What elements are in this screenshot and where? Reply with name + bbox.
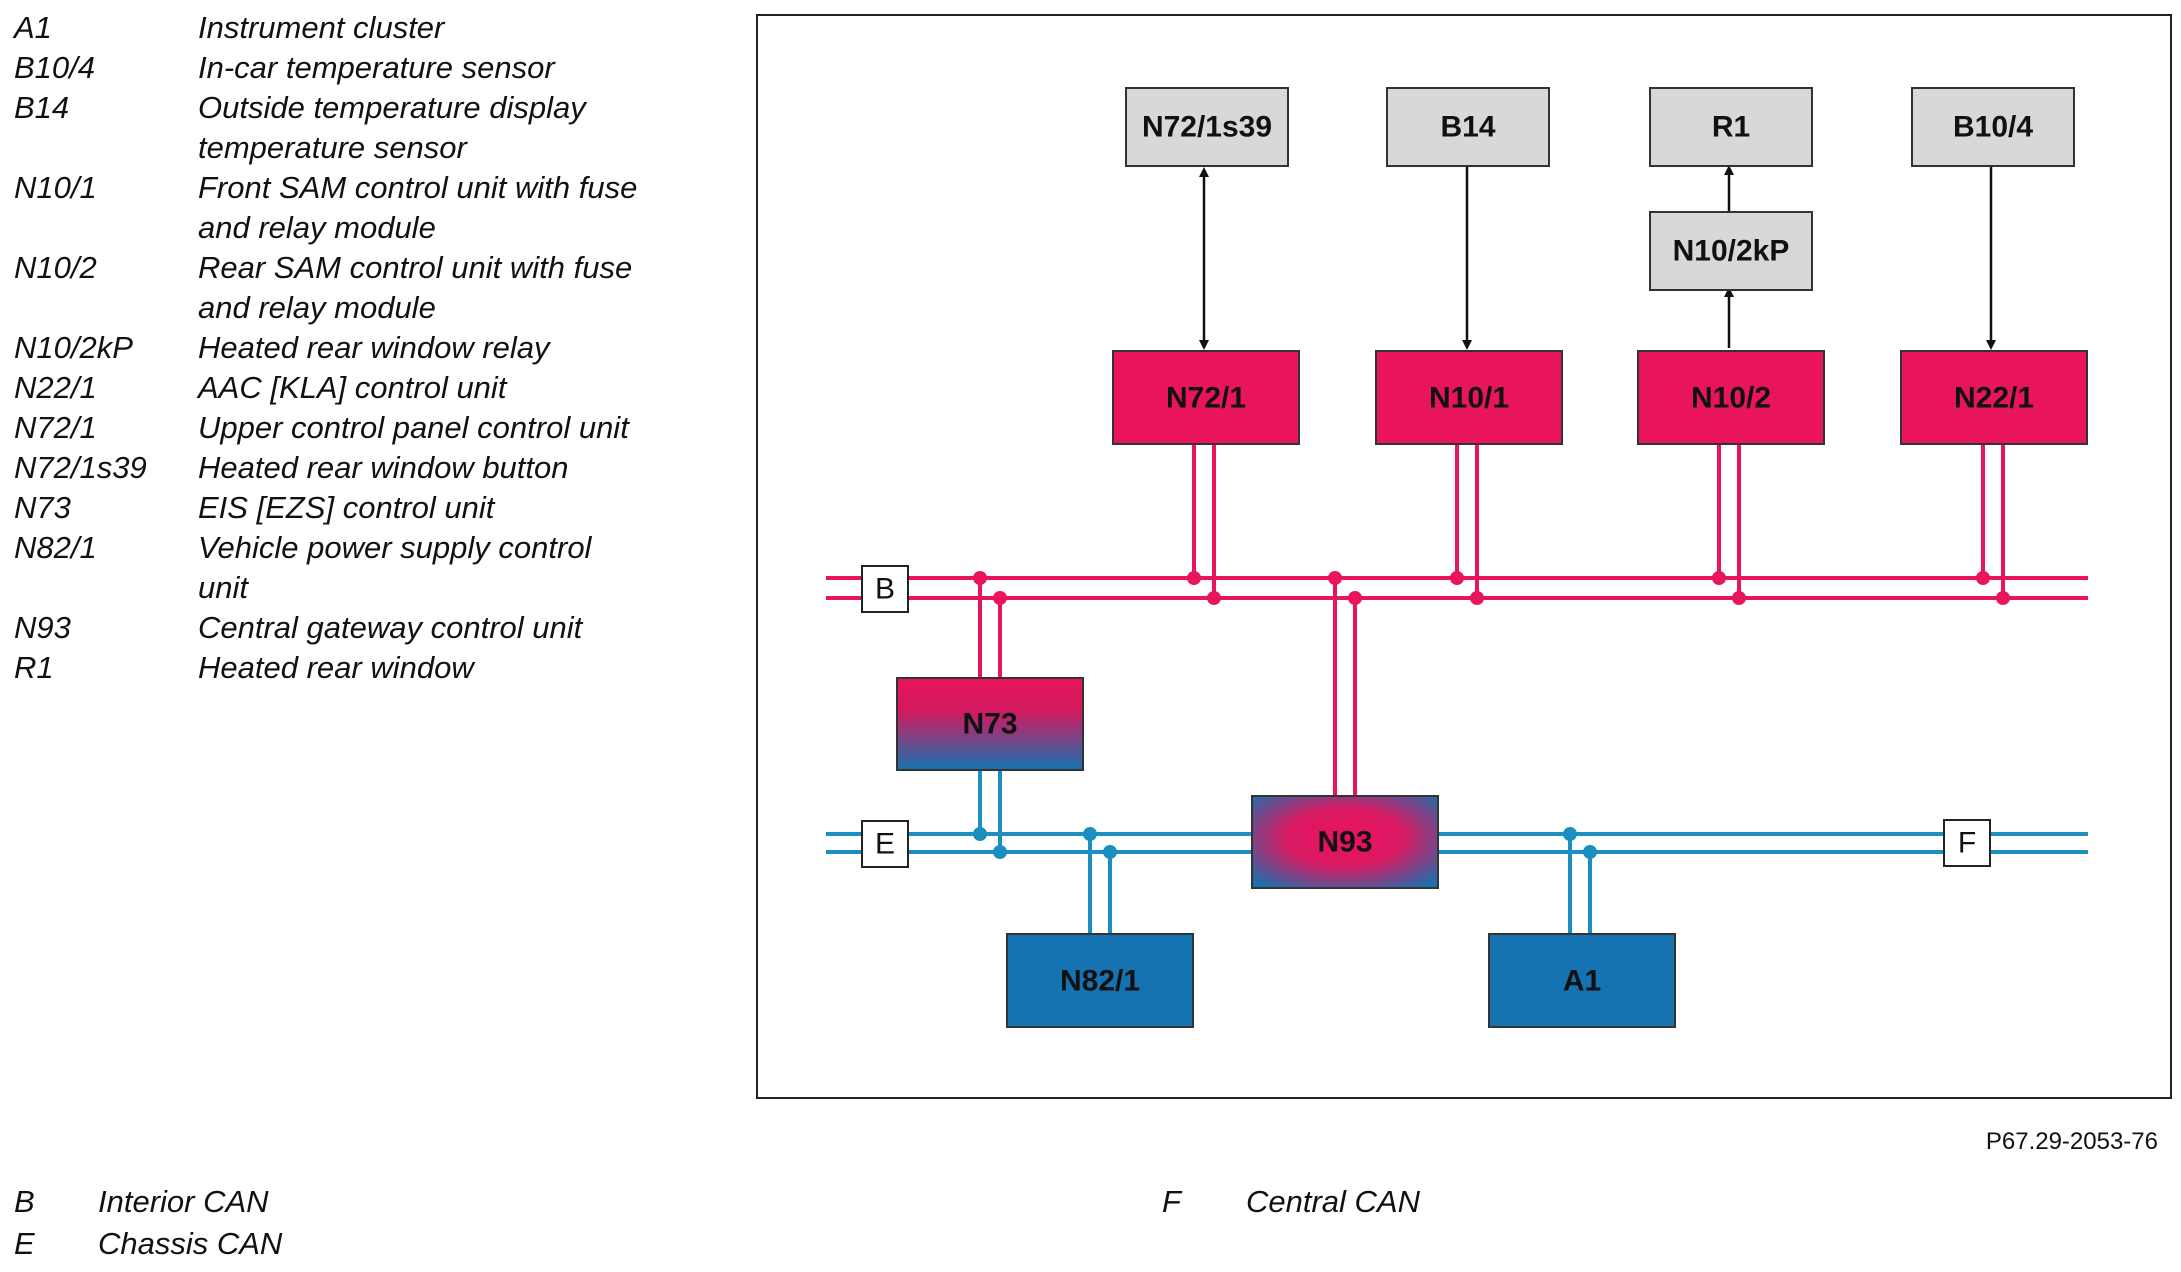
component-legend: A1 Instrument cluster B10/4 In-car tempe… [14, 8, 674, 688]
bus-tag-e: E [861, 820, 909, 868]
bus-legend-desc: Interior CAN [98, 1184, 269, 1219]
bus-legend-left: B Interior CAN E Chassis CAN [14, 1181, 282, 1265]
legend-row-n10-2: N10/2 Rear SAM control unit with fuse an… [14, 248, 674, 328]
legend-desc: AAC [KLA] control unit [198, 370, 507, 405]
legend-code: N72/1 [14, 410, 97, 445]
chassis-can-drops [978, 770, 1592, 934]
interior-can-drops [978, 444, 2005, 796]
box-n10-2kp: N10/2kP [1649, 211, 1813, 291]
legend-code: N72/1s39 [14, 450, 147, 485]
legend-code: B14 [14, 90, 70, 125]
box-r1: R1 [1649, 87, 1813, 167]
svg-text:N72/1: N72/1 [1166, 382, 1246, 415]
box-b10-4: B10/4 [1911, 87, 2075, 167]
bus-legend-right: F Central CAN [1162, 1181, 1420, 1223]
bus-tag-b: B [861, 565, 909, 613]
legend-desc: Vehicle power supply control unit [198, 530, 592, 605]
bus-legend-desc: Central CAN [1246, 1184, 1420, 1219]
svg-text:N82/1: N82/1 [1060, 965, 1140, 998]
svg-text:N22/1: N22/1 [1954, 382, 2034, 415]
chassis-can-junctions [973, 827, 1597, 859]
svg-text:F: F [1958, 827, 1976, 860]
legend-code: R1 [14, 650, 54, 685]
legend-row-n10-2kp: N10/2kP Heated rear window relay [14, 328, 674, 368]
legend-desc: Outside temperature display temperature … [198, 90, 586, 165]
svg-text:N93: N93 [1317, 826, 1372, 859]
box-n72-1: N72/1 [1112, 350, 1300, 445]
legend-code: A1 [14, 10, 52, 45]
bus-tag-f: F [1943, 819, 1991, 867]
svg-text:R1: R1 [1712, 111, 1750, 144]
legend-code: B10/4 [14, 50, 96, 85]
legend-row-b14: B14 Outside temperature display temperat… [14, 88, 674, 168]
svg-text:B10/4: B10/4 [1953, 111, 2033, 144]
bus-legend-code: B [14, 1184, 35, 1219]
bus-legend-row-e: E Chassis CAN [14, 1223, 282, 1265]
legend-code: N10/2kP [14, 330, 133, 365]
svg-text:N10/1: N10/1 [1429, 382, 1509, 415]
legend-desc: EIS [EZS] control unit [198, 490, 495, 525]
legend-desc: Central gateway control unit [198, 610, 583, 645]
bus-legend-code: F [1162, 1184, 1181, 1219]
svg-text:N10/2: N10/2 [1691, 382, 1771, 415]
box-a1: A1 [1488, 933, 1676, 1028]
legend-code: N82/1 [14, 530, 97, 565]
legend-row-n72-1: N72/1 Upper control panel control unit [14, 408, 674, 448]
legend-code: N22/1 [14, 370, 97, 405]
legend-desc: Rear SAM control unit with fuse and rela… [198, 250, 633, 325]
svg-text:N73: N73 [962, 708, 1017, 741]
legend-row-n22-1: N22/1 AAC [KLA] control unit [14, 368, 674, 408]
svg-text:N10/2kP: N10/2kP [1673, 235, 1790, 268]
svg-text:B14: B14 [1440, 111, 1495, 144]
legend-desc: Instrument cluster [198, 10, 445, 45]
box-n10-2: N10/2 [1637, 350, 1825, 445]
box-n22-1: N22/1 [1900, 350, 2088, 445]
legend-desc: Front SAM control unit with fuse and rel… [198, 170, 638, 245]
box-n72-1s39: N72/1s39 [1125, 87, 1289, 167]
box-n73: N73 [896, 677, 1084, 771]
legend-code: N10/2 [14, 250, 97, 285]
legend-row-r1: R1 Heated rear window [14, 648, 674, 688]
legend-row-n10-1: N10/1 Front SAM control unit with fuse a… [14, 168, 674, 248]
legend-code: N93 [14, 610, 71, 645]
legend-row-n73: N73 EIS [EZS] control unit [14, 488, 674, 528]
box-n82-1: N82/1 [1006, 933, 1194, 1028]
signal-arrows [1199, 165, 1996, 350]
svg-text:N72/1s39: N72/1s39 [1142, 111, 1272, 144]
box-n10-1: N10/1 [1375, 350, 1563, 445]
legend-row-b10-4: B10/4 In-car temperature sensor [14, 48, 674, 88]
bus-legend-desc: Chassis CAN [98, 1226, 283, 1261]
bus-legend-row-b: B Interior CAN [14, 1181, 282, 1223]
box-n93: N93 [1251, 795, 1439, 889]
interior-can-junctions [973, 571, 2010, 605]
figure-reference: P67.29-2053-76 [1985, 1128, 2158, 1155]
svg-text:A1: A1 [1563, 965, 1601, 998]
legend-row-n82-1: N82/1 Vehicle power supply control unit [14, 528, 674, 608]
legend-code: N10/1 [14, 170, 97, 205]
legend-desc: Upper control panel control unit [198, 410, 629, 445]
svg-text:E: E [875, 828, 895, 861]
bus-legend-row-f: F Central CAN [1162, 1181, 1420, 1223]
legend-desc: Heated rear window button [198, 450, 569, 485]
legend-code: N73 [14, 490, 71, 525]
chassis-can-bus [826, 832, 2088, 854]
bus-legend-code: E [14, 1226, 35, 1261]
legend-row-n72-1s39: N72/1s39 Heated rear window button [14, 448, 674, 488]
legend-desc: In-car temperature sensor [198, 50, 555, 85]
svg-text:B: B [875, 573, 895, 606]
diagram-frame [756, 14, 2172, 1099]
box-b14: B14 [1386, 87, 1550, 167]
legend-row-a1: A1 Instrument cluster [14, 8, 674, 48]
legend-desc: Heated rear window relay [198, 330, 550, 365]
legend-desc: Heated rear window [198, 650, 474, 685]
legend-row-n93: N93 Central gateway control unit [14, 608, 674, 648]
